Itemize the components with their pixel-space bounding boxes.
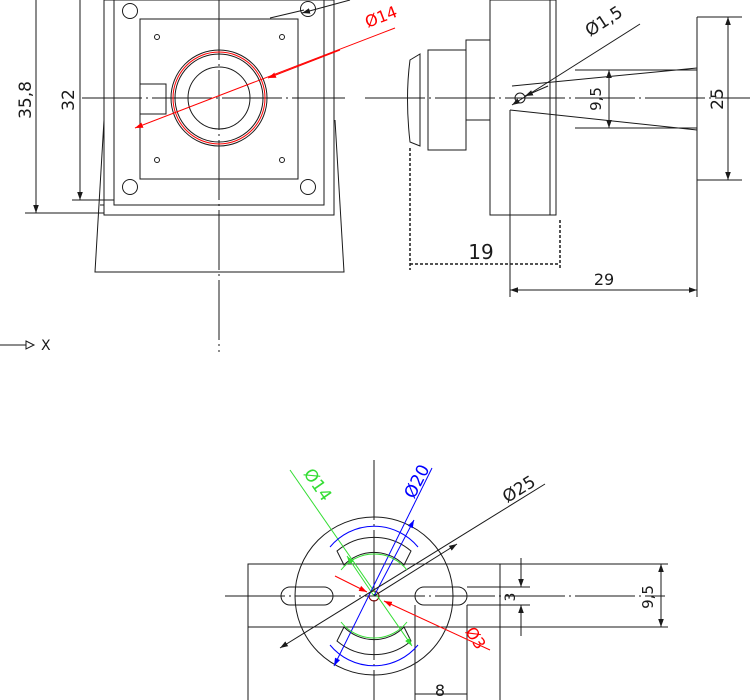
front-top-leader	[269, 9, 305, 19]
body-length-label: 19	[468, 240, 493, 264]
x-axis-arrow-icon	[25, 340, 36, 350]
cone-height-label: 9,5	[587, 87, 605, 111]
bracket-arc-slot-top	[336, 536, 412, 566]
slot-circle-dim-label: Ø20	[401, 462, 435, 502]
bracket-plate	[247, 563, 501, 628]
inner-circle-arc-bottom	[340, 621, 408, 639]
dim-inner-height-label: 32	[59, 89, 79, 111]
bracket-outer-circle	[294, 516, 454, 676]
slot-circle-dim-leader-back	[373, 519, 415, 597]
front-view	[25, 0, 345, 352]
board-screw-hole	[279, 157, 285, 163]
inner-circle-arc	[340, 553, 408, 571]
total-length-label: 29	[594, 270, 614, 289]
lens-ring	[174, 53, 264, 143]
pinhole-dim-label: Ø1,5	[582, 2, 627, 41]
slot-width-label: 8	[435, 681, 445, 700]
front-connector	[139, 83, 167, 115]
slot-height-label: 3	[503, 593, 519, 602]
dim-outer-height-label: 35,8	[16, 81, 36, 119]
front-lens-dim-label: Ø14	[362, 2, 400, 32]
bracket-slot-right	[414, 586, 468, 606]
flange-height-label: 25	[708, 88, 728, 110]
corner-mount-hole	[122, 179, 138, 195]
outer-circle-dim-label: Ø25	[499, 472, 539, 508]
corner-mount-hole	[300, 179, 316, 195]
x-axis-marker: X	[0, 338, 51, 354]
lens-inner	[187, 66, 251, 130]
front-top-leader-arrow	[301, 0, 351, 14]
bracket-view	[225, 460, 668, 700]
pinhole-cone-bottom	[509, 109, 698, 131]
inner-circle-dim-leader-back	[346, 555, 375, 597]
board-screw-hole	[279, 34, 285, 40]
side-view	[365, 0, 750, 297]
inner-circle-dim-label: Ø14	[299, 465, 335, 505]
front-base-mount	[94, 119, 345, 273]
slot-circle-arc-bottom	[329, 644, 419, 667]
front-lens-dim-leader	[134, 27, 396, 129]
slot-circle-arc	[329, 525, 419, 548]
side-lens-mount	[465, 39, 491, 121]
side-lens-cap	[407, 53, 421, 147]
hole-dim-leader	[383, 600, 491, 651]
front-housing-inner	[113, 0, 325, 206]
bracket-arc-slot-bottom	[336, 626, 412, 656]
outer-circle-dim-leader	[279, 483, 546, 649]
bracket-slot-left	[280, 586, 334, 606]
corner-mount-hole	[122, 3, 138, 19]
corner-mount-hole	[300, 1, 316, 17]
pinhole-dim-leader-arrow	[524, 85, 549, 97]
lens-diameter-circle	[172, 51, 266, 145]
hole-dim-leader-back	[334, 575, 368, 593]
front-lens-dim-arrow	[267, 49, 341, 79]
pinhole-cone-top	[511, 67, 698, 87]
side-lens-barrel	[427, 49, 467, 151]
chain-dimension-19	[409, 148, 561, 270]
x-axis-label: X	[41, 338, 51, 354]
board-screw-hole	[154, 157, 160, 163]
side-main-body	[489, 0, 557, 216]
plate-height-label: 9,5	[639, 585, 657, 609]
board-screw-hole	[154, 34, 160, 40]
front-housing-outer	[103, 0, 335, 216]
slot-circle-dim-leader	[333, 467, 433, 667]
outer-circle-dim-leader-back	[373, 543, 458, 597]
lens-outer-ring	[170, 49, 268, 147]
